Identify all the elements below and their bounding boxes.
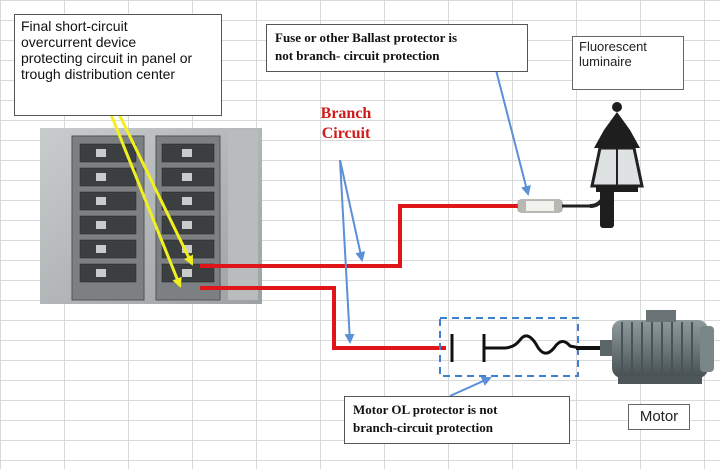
yellow-arrow-lower-breaker: [108, 111, 182, 288]
blue-arrow-to-fuse: [495, 69, 531, 196]
blue-arrow-to-dashed-box: [449, 376, 492, 397]
luminaire-line-2: luminaire: [579, 54, 632, 69]
motor-ol-line-2: branch-circuit protection: [353, 420, 493, 435]
final-device-line-4: trough distribution center: [21, 66, 176, 82]
final-device-callout: Final short-circuit overcurrent device p…: [14, 14, 222, 116]
branch-circuit-line-1: Branch: [320, 105, 372, 122]
motor-ol-note-callout: Motor OL protector is not branch-circuit…: [344, 396, 570, 444]
luminaire-branch-wire: [200, 204, 520, 268]
callout-arrows: [339, 69, 531, 397]
luminaire-label: Fluorescent luminaire: [572, 36, 684, 90]
branch-circuit-label: Branch Circuit: [300, 104, 392, 144]
fuse-note-callout: Fuse or other Ballast protector is not b…: [266, 24, 528, 72]
blue-arrow-to-luminaire-wire: [339, 159, 366, 262]
blue-arrow-to-motor-wire: [339, 159, 355, 344]
motor-overload-symbol: [450, 334, 581, 362]
motor-label: Motor: [628, 404, 690, 430]
motor-ol-line-1: Motor OL protector is not: [353, 402, 498, 417]
fuse-note-line-1: Fuse or other Ballast protector is: [275, 30, 458, 45]
motor-ol-dashed-box: [439, 317, 579, 377]
final-device-arrows: [108, 111, 194, 288]
fuse-note-line-2: not branch- circuit protection: [275, 48, 440, 63]
branch-circuit-wires: [200, 204, 520, 350]
luminaire-line-1: Fluorescent: [579, 39, 647, 54]
wall-lantern-icon: [589, 102, 644, 228]
electric-motor-icon: [600, 310, 714, 384]
final-device-line-3: protecting circuit in panel or: [21, 50, 193, 66]
branch-circuit-line-2: Circuit: [321, 125, 371, 142]
final-device-line-1: Final short-circuit: [21, 18, 128, 34]
fuse-icon: [517, 199, 590, 213]
motor-branch-wire: [200, 286, 446, 350]
final-device-line-2: overcurrent device: [21, 34, 137, 50]
yellow-arrow-upper-breaker: [116, 111, 194, 266]
